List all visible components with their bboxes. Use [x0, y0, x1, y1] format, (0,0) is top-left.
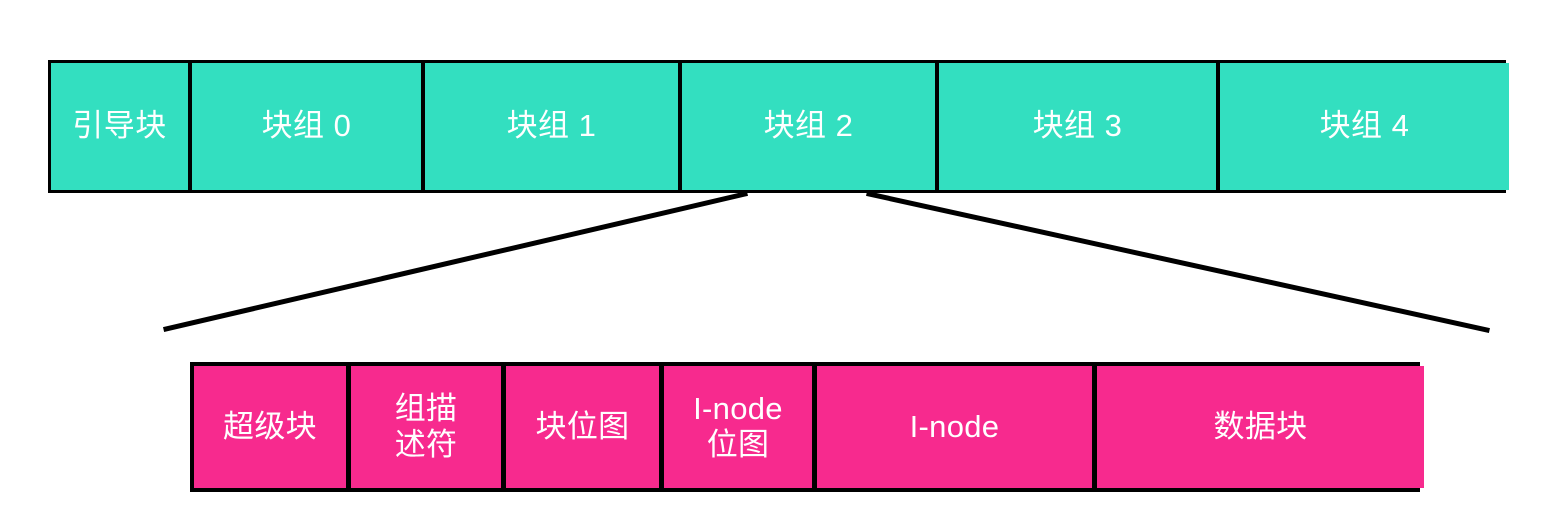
group-cell-group-descriptor[interactable]: 组描 述符: [346, 366, 501, 488]
disk-cell-block-group-3[interactable]: 块组 3: [935, 63, 1216, 190]
disk-cell-boot-block[interactable]: 引导块: [51, 63, 188, 190]
group-cell-inode-bitmap[interactable]: I-node 位图: [659, 366, 812, 488]
disk-cell-block-group-1[interactable]: 块组 1: [421, 63, 678, 190]
block-group-detail-bar: 超级块 组描 述符 块位图 I-node 位图 I-node 数据块: [190, 362, 1424, 492]
disk-partition-bar: 引导块 块组 0 块组 1 块组 2 块组 3 块组 4: [48, 60, 1509, 193]
group-cell-block-bitmap[interactable]: 块位图: [501, 366, 659, 488]
expand-line-left-icon: [162, 190, 749, 333]
group-cell-inode-table[interactable]: I-node: [812, 366, 1092, 488]
group-cell-data-blocks[interactable]: 数据块: [1092, 366, 1424, 488]
disk-cell-block-group-4[interactable]: 块组 4: [1216, 63, 1509, 190]
disk-cell-block-group-2[interactable]: 块组 2: [678, 63, 935, 190]
expand-line-right-icon: [866, 191, 1490, 333]
group-cell-superblock[interactable]: 超级块: [194, 366, 346, 488]
disk-cell-block-group-0[interactable]: 块组 0: [188, 63, 421, 190]
